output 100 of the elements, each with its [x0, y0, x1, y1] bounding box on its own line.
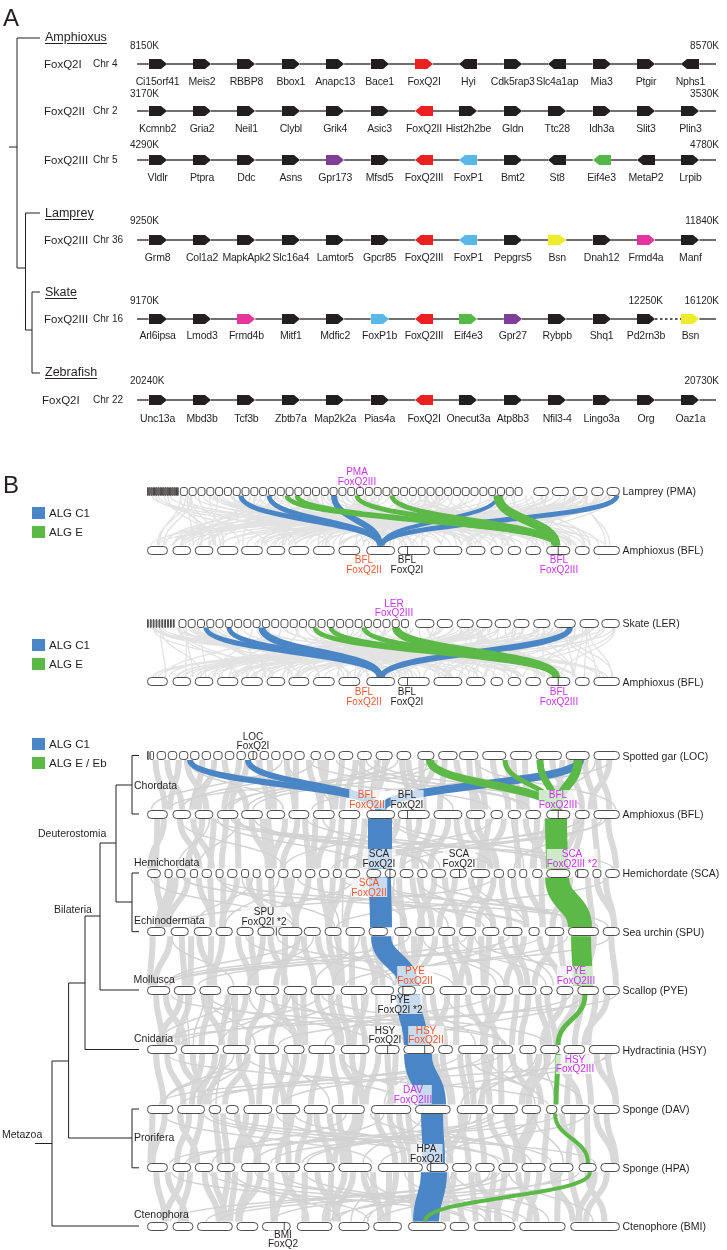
synteny-ribbon [493, 494, 561, 547]
clade-label: Prorifera [134, 1131, 175, 1143]
species-label: Ctenophore (BMI) [622, 1220, 706, 1232]
gene-label: Gpcr85 [363, 251, 397, 263]
chromosome-line [432, 399, 461, 401]
chromosome-line [343, 318, 372, 320]
gene-marker [326, 106, 345, 116]
chromosome-line [299, 318, 327, 320]
gene-position-label: DAV FoxQ2III [393, 1085, 433, 1104]
gene-marker [148, 106, 167, 116]
chromosome-track [146, 1221, 620, 1231]
species-label: Hemichordate (SCA) [622, 867, 720, 879]
species-label: Sponge (DAV) [622, 1103, 690, 1115]
coordinate-label: 4780K [690, 139, 719, 151]
gene-label: MapkApk2 [222, 251, 271, 263]
synteny-ribbon [423, 1171, 592, 1223]
gene-label: Rybpb [542, 329, 572, 341]
gene-position-label: SCA FoxQ2I [442, 849, 476, 868]
synteny-ribbon [413, 1171, 447, 1222]
gene-label: Ptpra [189, 171, 215, 183]
legend-label: ALG E [49, 524, 83, 539]
legend-label: ALG E [49, 657, 83, 671]
panel-letter: A [3, 4, 19, 32]
gene-marker [370, 59, 389, 69]
gene-label: Lamtor5 [316, 251, 354, 263]
gene-marker [148, 314, 167, 324]
gene-marker [681, 155, 700, 165]
gene-label: Vldlr [147, 171, 168, 183]
chromosome-line [476, 318, 505, 320]
gene-marker [548, 314, 567, 324]
chromosome-line [254, 239, 283, 241]
gene-marker [503, 314, 522, 324]
chromosome-line [165, 110, 194, 112]
gene-marker [548, 235, 567, 245]
chromosome-line [609, 318, 638, 320]
chromosome-line [254, 159, 283, 161]
gene-copy-label: FoxQ2I [44, 57, 82, 71]
gene-position-label: HSY FoxQ2I [368, 1025, 402, 1045]
gene-marker [415, 395, 433, 405]
chromosome-line [521, 239, 549, 241]
species-label: Lamprey (PMA) [622, 485, 696, 497]
gene-label: Clybl [279, 122, 302, 134]
gene-marker [592, 155, 611, 165]
chromosome-line [254, 110, 283, 112]
gene-marker [637, 59, 655, 69]
gene-marker [193, 155, 211, 165]
coordinate-label: 11840K [685, 215, 719, 227]
gene-marker [637, 314, 655, 324]
gene-label: Nphs1 [675, 75, 706, 87]
gene-label: Cdk5rap3 [490, 75, 535, 87]
chromosome-line [521, 110, 549, 112]
gene-marker [592, 59, 611, 69]
gene-marker [237, 106, 256, 116]
gene-marker [459, 106, 478, 116]
gene-label: Lmod3 [186, 329, 218, 341]
chromosome-track [146, 1045, 620, 1054]
gene-copy-label: FoxQ2III [44, 312, 89, 326]
chromosome-line [432, 159, 461, 161]
species-name: Skate [45, 284, 77, 300]
gene-marker [459, 59, 478, 69]
gene-label: Slc4a1ap [536, 75, 579, 87]
gene-marker [548, 106, 567, 116]
chromosome-line [299, 239, 327, 241]
chromosome-label: Chr 5 [93, 154, 118, 166]
gene-position-label: SCA FoxQ2II [351, 878, 387, 897]
gene-label: RBBP8 [229, 75, 264, 87]
synteny-ribbon [380, 493, 619, 548]
gene-label: FoxQ2II [406, 122, 442, 134]
gene-label: Anapc13 [315, 75, 356, 87]
gene-marker [459, 235, 478, 245]
synteny-ribbon [553, 759, 583, 810]
chromosome-label: Chr 22 [93, 394, 123, 406]
gene-position-label: BMI FoxQ2 [268, 1229, 298, 1249]
chromosome-line [165, 399, 194, 401]
gene-label: Atp8b3 [496, 412, 529, 424]
gene-label: Gpr173 [318, 171, 353, 183]
chromosome-line [387, 159, 416, 161]
chromosome-line [387, 239, 416, 241]
gene-position-label: LOC FoxQ2I [236, 731, 270, 751]
synteny-ribbon [404, 1053, 446, 1106]
gene-label: Plin3 [679, 122, 702, 134]
chromosome-line [698, 399, 717, 401]
gene-label: Bmt2 [500, 171, 525, 183]
gene-label: FoxP1 [453, 251, 484, 263]
chromosome-line [136, 110, 150, 112]
gene-label: Kcmnb2 [138, 122, 177, 134]
chromosome-track [146, 927, 620, 937]
chromosome-line [136, 239, 150, 241]
coordinate-label: 9250K [130, 215, 159, 227]
species-label: Amphioxus (BFL) [622, 544, 704, 556]
gene-position-label: BFL FoxQ2I [390, 790, 424, 809]
gene-marker [503, 59, 522, 69]
coordinate-label: 8150K [130, 40, 159, 52]
species-label: Sea urchin (SPU) [622, 925, 705, 938]
chromosome-line [343, 159, 372, 161]
gene-marker [370, 155, 389, 165]
gene-label: Manf [679, 251, 702, 263]
gene-label: Col1a2 [185, 251, 219, 263]
chromosome-line [387, 318, 416, 320]
gene-position-label: SCA FoxQ2III *2 [546, 849, 598, 868]
